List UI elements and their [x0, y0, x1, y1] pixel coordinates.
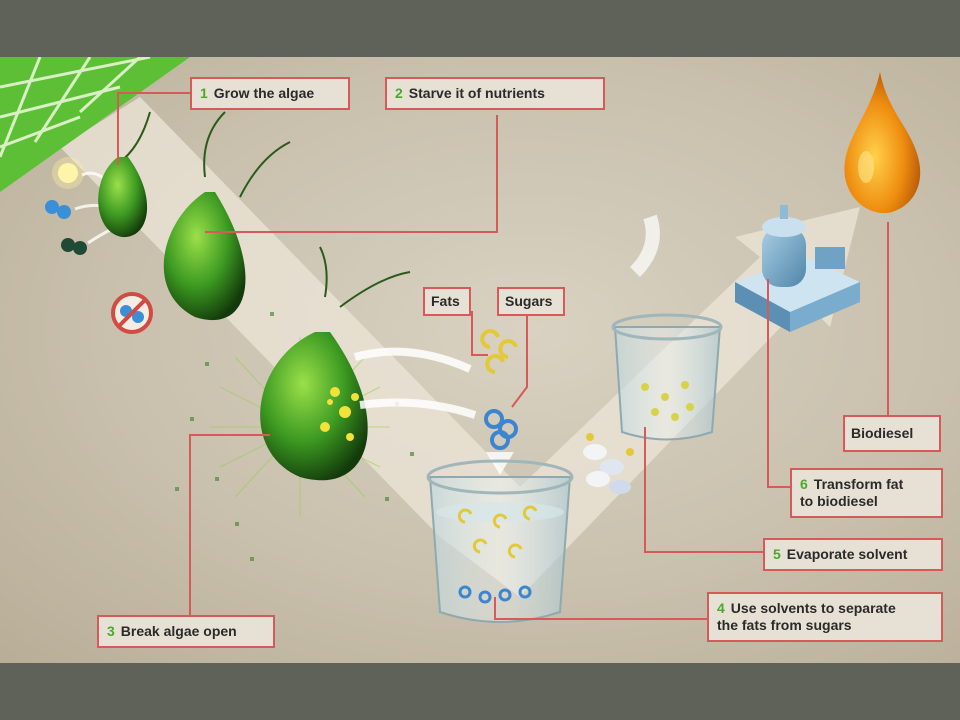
algae-cell-small — [98, 111, 151, 238]
sugars-molecules — [484, 409, 518, 450]
nutrient-molecule-icon — [61, 238, 87, 255]
step-text-line1: Use solvents to separate — [730, 600, 896, 616]
biodiesel-drop-icon — [844, 72, 921, 214]
step-text: Break algae open — [120, 623, 237, 639]
sun-icon — [52, 157, 84, 189]
step-4-label: 4 Use solvents to separate the fats from … — [707, 592, 943, 642]
step-number: 4 — [717, 600, 725, 616]
step-number: 6 — [800, 476, 808, 492]
solvent-molecules — [583, 433, 634, 494]
fats-tag: Fats — [423, 287, 471, 316]
solvent-beaker — [426, 459, 574, 623]
no-nutrients-icon — [111, 292, 153, 334]
step-text: Starve it of nutrients — [408, 85, 545, 101]
release-arrows — [353, 347, 477, 419]
step-text-line2: to biodiesel — [800, 493, 878, 509]
step-text-line1: Transform fat — [813, 476, 904, 492]
step-text-line2: the fats from sugars — [717, 617, 852, 633]
step-5-label: 5 Evaporate solvent — [763, 538, 943, 571]
reactor-machine — [735, 205, 860, 332]
step-number: 1 — [200, 85, 208, 101]
step-number: 5 — [773, 546, 781, 562]
step-3-label: 3 Break algae open — [97, 615, 275, 648]
evaporation-beaker — [611, 214, 723, 441]
process-path — [60, 97, 860, 597]
fats-molecules — [480, 329, 518, 374]
step-text: Grow the algae — [213, 85, 315, 101]
step-text: Evaporate solvent — [786, 546, 908, 562]
down-arrow — [486, 452, 514, 475]
biodiesel-tag: Biodiesel — [843, 415, 941, 452]
step-number: 2 — [395, 85, 403, 101]
process-illustration — [0, 57, 921, 632]
step-number: 3 — [107, 623, 115, 639]
algae-cell-broken — [210, 246, 411, 517]
step-2-label: 2 Starve it of nutrients — [385, 77, 605, 110]
sugars-tag: Sugars — [497, 287, 565, 316]
step-1-label: 1 Grow the algae — [190, 77, 350, 110]
leader-lines — [117, 92, 889, 632]
water-molecule-icon — [45, 200, 71, 219]
algae-cell-medium — [163, 111, 291, 321]
step-6-label: 6 Transform fat to biodiesel — [790, 468, 943, 518]
solar-panel-icon — [0, 57, 190, 192]
